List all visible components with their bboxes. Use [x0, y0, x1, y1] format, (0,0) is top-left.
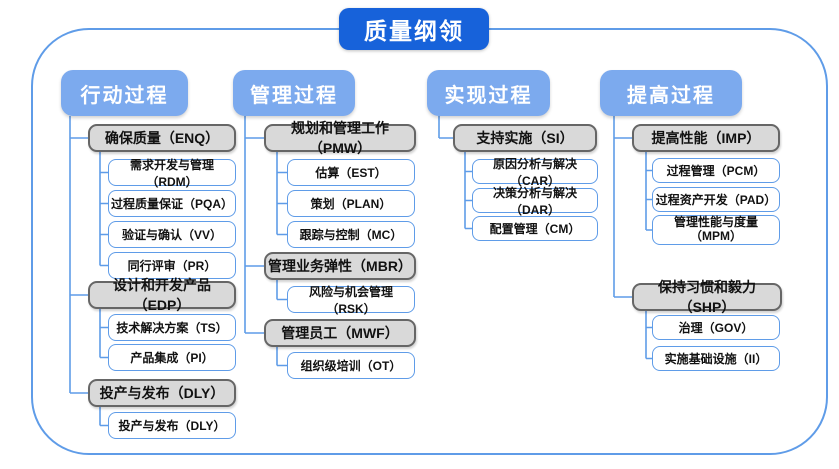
- node-ts: 技术解决方案（TS）: [108, 314, 236, 341]
- node-dly-child: 投产与发布（DLY）: [108, 412, 236, 439]
- node-pqa: 过程质量保证（PQA）: [108, 190, 236, 217]
- node-mbr: 管理业务弹性（MBR）: [264, 252, 416, 280]
- node-enq: 确保质量（ENQ）: [88, 124, 236, 152]
- connector: [99, 309, 108, 359]
- node-gov: 治理（GOV）: [652, 315, 780, 340]
- node-dly: 投产与发布（DLY）: [88, 379, 236, 407]
- connector: [438, 116, 453, 139]
- connector: [99, 407, 108, 427]
- node-pad: 过程资产开发（PAD）: [652, 187, 780, 212]
- connector: [69, 116, 88, 394]
- connector: [645, 311, 652, 360]
- node-pr: 同行评审（PR）: [108, 252, 236, 279]
- header-management-process: 管理过程: [233, 70, 355, 116]
- node-vv: 验证与确认（VV）: [108, 221, 236, 248]
- header-implementation-process: 实现过程: [427, 70, 550, 116]
- node-ii: 实施基础设施（II）: [652, 346, 780, 371]
- node-pi: 产品集成（PI）: [108, 344, 236, 371]
- node-est: 估算（EST）: [287, 159, 415, 186]
- node-si: 支持实施（SI）: [453, 124, 597, 152]
- connector: [464, 152, 472, 230]
- diagram-title: 质量纲领: [339, 8, 489, 50]
- node-pcm: 过程管理（PCM）: [652, 158, 780, 183]
- connector: [276, 280, 287, 301]
- connector: [276, 152, 287, 236]
- node-mwf: 管理员工（MWF）: [264, 319, 416, 347]
- node-mpm: 管理性能与度量 （MPM）: [652, 215, 780, 245]
- connector: [99, 152, 108, 267]
- node-imp: 提高性能（IMP）: [632, 124, 780, 152]
- node-ot: 组织级培训（OT）: [287, 352, 415, 379]
- connector: [613, 116, 632, 298]
- header-improvement-process: 提高过程: [600, 70, 742, 116]
- connector: [244, 116, 264, 334]
- node-shp: 保持习惯和毅力（SHP）: [632, 279, 782, 315]
- node-rdm: 需求开发与管理（RDM）: [108, 158, 236, 189]
- node-rsk: 风险与机会管理（RSK）: [287, 285, 415, 316]
- node-plan: 策划（PLAN）: [287, 190, 415, 217]
- connector: [276, 347, 287, 367]
- node-edp: 设计和开发产品（EDP）: [88, 277, 236, 313]
- node-dar: 决策分析与解决（DAR）: [472, 186, 598, 217]
- connector: [645, 152, 652, 231]
- node-pmw: 规划和管理工作（PMW）: [264, 120, 416, 156]
- node-cm: 配置管理（CM）: [472, 216, 598, 241]
- header-action-process: 行动过程: [61, 70, 188, 116]
- node-car: 原因分析与解决（CAR）: [472, 157, 598, 188]
- node-mc: 跟踪与控制（MC）: [287, 221, 415, 248]
